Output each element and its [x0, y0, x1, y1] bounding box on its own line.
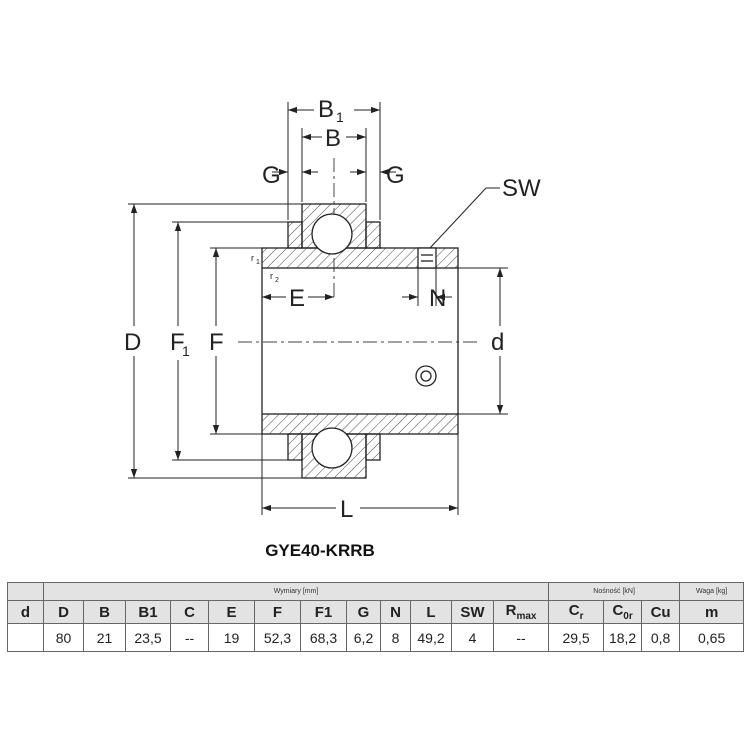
table-cell: -- — [492, 623, 550, 652]
table-cell: 18,2 — [603, 623, 643, 652]
inner-ring-bottom — [261, 413, 459, 435]
group-header — [7, 582, 44, 601]
table-cell: 68,3 — [300, 623, 347, 652]
column-header-sub: r — [579, 611, 584, 622]
column-header: C — [170, 600, 209, 624]
label-n: N — [429, 285, 446, 312]
label-d-outer: D — [124, 329, 141, 356]
column-header-main: d — [20, 603, 31, 621]
set-screw — [417, 247, 437, 269]
label-sw: SW — [502, 175, 541, 202]
ball-top — [311, 213, 353, 255]
label-b1-sub: 1 — [336, 109, 344, 125]
label-g-left: G — [262, 162, 281, 189]
label-f: F — [209, 329, 224, 356]
column-header: L — [410, 600, 452, 624]
column-header: B1 — [125, 600, 171, 624]
column-header: SW — [451, 600, 494, 624]
column-header-main: m — [704, 603, 719, 621]
table-cell: 80 — [43, 623, 84, 652]
table-cell: 21 — [83, 623, 126, 652]
column-header-main: Cu — [650, 603, 671, 621]
label-g-right: G — [386, 162, 405, 189]
column-header: Rmax — [492, 600, 550, 624]
column-header: Cr — [548, 600, 605, 624]
label-f1: F — [170, 329, 185, 356]
column-header-main: G — [357, 603, 370, 621]
group-header: Nośność [kN] — [548, 582, 681, 601]
group-header: Wymiary [mm] — [42, 582, 550, 601]
column-header-main: C — [184, 603, 195, 621]
table-cell: 6,2 — [346, 623, 381, 652]
column-header-main: E — [226, 603, 237, 621]
column-header-main: B — [99, 603, 110, 621]
dimension-labels: B 1 B G G SW D F 1 F d E N L r 1 r 2 — [122, 94, 541, 524]
label-f1-sub: 1 — [182, 343, 190, 359]
column-header-main: F1 — [314, 603, 333, 621]
label-r1-sub: 1 — [256, 259, 260, 266]
ball-bottom — [311, 427, 353, 469]
column-header-main: B1 — [138, 603, 158, 621]
column-header: Cu — [641, 600, 681, 624]
column-header-main: D — [58, 603, 69, 621]
table-cell: 0,65 — [679, 623, 745, 652]
column-header-sub: max — [516, 611, 537, 622]
table-cell: -- — [170, 623, 209, 652]
inner-ring-top — [261, 247, 459, 269]
bearing-body — [261, 203, 459, 479]
column-header: d — [7, 600, 44, 624]
table-cell: 0,8 — [641, 623, 681, 652]
column-header-sub: 0r — [623, 611, 633, 622]
label-r2-sub: 2 — [275, 277, 279, 284]
column-header: D — [43, 600, 84, 624]
column-header: E — [208, 600, 255, 624]
column-header: G — [346, 600, 381, 624]
column-header: F — [254, 600, 301, 624]
label-b: B — [325, 125, 341, 152]
label-r2: r — [270, 271, 273, 281]
group-header: Waga [kg] — [679, 582, 745, 601]
group-header-row: Wymiary [mm]Nośność [kN]Waga [kg] — [7, 582, 745, 601]
table-cell: 29,5 — [548, 623, 605, 652]
column-header-main: R — [505, 602, 517, 619]
bearing-technical-drawing: B 1 B G G SW D F 1 F d E N L r 1 r 2 — [122, 94, 541, 524]
table-cell: 4 — [451, 623, 494, 652]
table-cell — [7, 623, 44, 652]
spec-table: Wymiary [mm]Nośność [kN]Waga [kg] d D B B1 C… — [7, 582, 745, 652]
table-cell: 52,3 — [254, 623, 301, 652]
column-header-main: SW — [460, 603, 485, 621]
table-cell: 23,5 — [125, 623, 171, 652]
label-d-bore: d — [491, 329, 504, 356]
table-cell: 8 — [380, 623, 411, 652]
column-header: F1 — [300, 600, 347, 624]
dimension-lines — [128, 102, 508, 515]
product-title: GYE40-KRRB — [265, 541, 375, 560]
label-l: L — [340, 496, 353, 523]
column-header-main: C — [568, 602, 580, 619]
label-e: E — [289, 285, 305, 312]
label-b1: B — [318, 96, 334, 123]
column-header-main: C — [612, 602, 624, 619]
column-header: m — [679, 600, 745, 624]
column-header: N — [380, 600, 411, 624]
column-header-main: N — [390, 603, 401, 621]
table-cell: 49,2 — [410, 623, 452, 652]
column-header-main: F — [272, 603, 283, 621]
table-cell: 19 — [208, 623, 255, 652]
column-header-main: L — [426, 603, 436, 621]
column-header: C0r — [603, 600, 643, 624]
label-r1: r — [251, 253, 254, 263]
column-header: B — [83, 600, 126, 624]
